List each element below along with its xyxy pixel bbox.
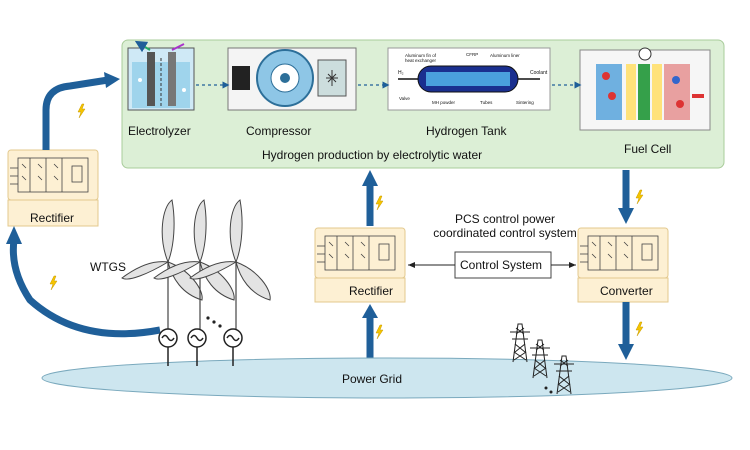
electrolyzer-label: Electrolyzer — [128, 124, 191, 138]
rectifier-center-label: Rectifier — [349, 284, 394, 298]
hydrogen-tank-label: Hydrogen Tank — [426, 124, 507, 138]
pcs-label-line1: PCS control power — [454, 212, 556, 226]
generator-ellipsis — [206, 316, 222, 328]
control-system-box — [454, 251, 552, 279]
fuel-cell-label: Fuel Cell — [624, 142, 672, 156]
tank-cfrp-label: CFRP — [466, 52, 478, 57]
compressor-image — [227, 47, 357, 111]
fuel-cell-image — [579, 47, 711, 131]
pcs-label-line2: coordinated control system — [433, 226, 577, 240]
rectifier-left-module — [7, 149, 99, 227]
wtgs-label: WTGS — [90, 260, 126, 274]
electrolyzer-image — [127, 40, 195, 111]
production-panel-title: Hydrogen production by electrolytic wate… — [262, 148, 483, 162]
tank-h2-label: H₂ — [398, 70, 404, 76]
tower-ellipsis — [544, 386, 553, 394]
power-flow-arrows — [6, 72, 634, 362]
tank-tubes-label: Tubes — [480, 100, 493, 105]
control-system-label: Control System — [460, 258, 543, 272]
tank-liner-label: Aluminum liner — [490, 53, 520, 58]
wind-turbines — [121, 199, 271, 333]
tank-mh-label: MH powder — [432, 100, 456, 105]
tank-coolant-label: Coolant — [530, 70, 548, 76]
tank-valve-label: Valve — [399, 96, 410, 101]
generator-icons — [158, 328, 243, 366]
compressor-label: Compressor — [246, 124, 312, 138]
tank-fin-label-2: heat exchanger — [405, 58, 437, 63]
tank-sintering-label: Sintering — [516, 100, 534, 105]
power-grid-label: Power Grid — [342, 372, 403, 386]
hydrogen-tank-image: Aluminum fin of heat exchanger CFRP Alum… — [387, 47, 551, 111]
rectifier-center-module — [314, 227, 406, 303]
tank-fin-label: Aluminum fin of — [405, 53, 437, 58]
rectifier-left-label: Rectifier — [30, 211, 75, 225]
converter-label: Converter — [600, 284, 653, 298]
power-grid-ellipse — [41, 357, 733, 399]
converter-module — [577, 227, 669, 303]
